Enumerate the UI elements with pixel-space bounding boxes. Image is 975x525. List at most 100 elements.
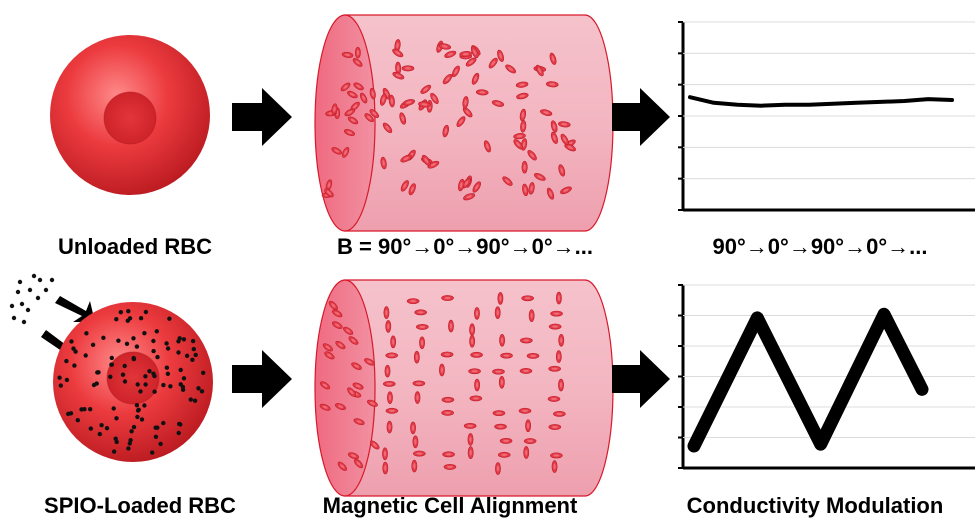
rbc-cell — [558, 333, 565, 347]
rbc-cell — [550, 131, 558, 144]
plot-modulated-conductivity — [678, 284, 975, 470]
spio-dot — [124, 341, 130, 346]
spio-dot — [111, 406, 116, 411]
label-response-sequence: 90°→0°→90°→0°→... — [712, 234, 928, 259]
rbc-cell — [379, 93, 387, 106]
spio-dot — [139, 417, 145, 422]
spio-particle — [9, 303, 15, 309]
spio-dot — [99, 423, 104, 428]
spio-particle — [37, 277, 43, 283]
rbc-cell — [348, 336, 359, 345]
rbc-cell — [523, 446, 530, 459]
spio-dot — [90, 342, 96, 347]
spio-dot — [191, 346, 196, 352]
rbc-cell — [548, 424, 562, 430]
spio-dot — [167, 316, 172, 321]
rbc-cells-aligned — [319, 291, 566, 475]
rbc-cell — [441, 295, 454, 301]
rbc-cell — [319, 403, 331, 411]
rbc-cell — [387, 391, 393, 404]
rbc-cell — [347, 452, 360, 460]
spio-dot — [129, 429, 134, 434]
rbc-cell — [560, 186, 572, 195]
rbc-cell — [442, 124, 449, 138]
rbc-cell — [469, 323, 476, 336]
spio-dot — [150, 450, 155, 455]
rbc-cell — [351, 362, 362, 370]
rbc-cell — [406, 298, 420, 305]
rbc-cell — [344, 108, 356, 117]
conductivity-line-flat — [688, 95, 954, 108]
rbc-cell — [364, 113, 374, 123]
rbc-cell — [448, 319, 454, 333]
rbc-cell — [382, 122, 393, 134]
rbc-cell — [547, 396, 561, 402]
rbc-cell — [550, 310, 563, 317]
spio-dot — [134, 344, 140, 349]
rbc-cell — [469, 395, 483, 402]
rbc-cell — [408, 183, 416, 196]
rbc-cell — [399, 112, 407, 125]
spio-dot — [161, 420, 166, 426]
rbc-cell — [319, 381, 331, 390]
rbc-cell — [364, 358, 375, 366]
rbc-cell — [505, 64, 517, 74]
spio-dot — [190, 357, 195, 362]
rbc-cell — [334, 403, 346, 411]
rbc-cell — [331, 147, 343, 155]
rbc-cell — [548, 323, 562, 330]
rbc-cell — [442, 73, 453, 85]
rbc-cell — [495, 462, 501, 475]
rbc-cell — [438, 43, 452, 50]
arrow-right-icon — [232, 350, 292, 408]
rbc-cell — [386, 420, 393, 434]
rbc-cell — [488, 57, 498, 69]
spio-dot — [153, 434, 159, 439]
spio-dot — [143, 309, 149, 315]
rbc-cell — [463, 422, 477, 429]
rbc-cell — [388, 94, 395, 108]
rbc-cell — [427, 160, 440, 169]
rbc-cell — [528, 309, 535, 322]
spio-dot — [192, 398, 198, 403]
rbc-cell — [540, 109, 553, 116]
spio-particle — [43, 287, 49, 293]
rbc-cell — [475, 89, 489, 96]
spio-dot — [153, 425, 158, 430]
rbc-cells-random — [321, 39, 576, 201]
rbc-cell — [498, 375, 505, 389]
spio-dot — [201, 370, 206, 375]
spio-dot — [64, 377, 70, 383]
rbc-cell — [369, 109, 380, 118]
rbc-cell — [343, 326, 354, 335]
rbc-cell — [370, 440, 380, 450]
rbc-cell — [515, 81, 529, 88]
rbc-cell — [359, 92, 368, 104]
rbc-cell — [439, 363, 445, 377]
spio-dot — [84, 331, 89, 336]
rbc-cell — [550, 452, 563, 459]
spio-dot — [143, 374, 148, 379]
rbc-cell — [558, 378, 564, 392]
spio-loaded-rbc — [53, 302, 213, 462]
rbc-cell — [556, 291, 562, 305]
rbc-cell — [367, 399, 378, 407]
plot-flat-conductivity — [678, 21, 975, 212]
spio-dot — [94, 381, 99, 386]
spio-dot — [101, 335, 106, 340]
rbc-cell — [412, 380, 426, 387]
spio-dot — [164, 365, 170, 370]
rbc-cell — [516, 92, 529, 100]
conductivity-line-zigzag — [687, 307, 929, 453]
rbc-cell — [324, 188, 334, 198]
spio-dot — [181, 376, 187, 381]
rbc-cell — [467, 446, 474, 459]
rbc-cell — [497, 49, 505, 62]
label-spio-loaded-rbc: SPIO-Loaded RBC — [44, 493, 236, 518]
spio-particle — [31, 273, 37, 279]
spio-dot — [138, 316, 144, 321]
spio-dot — [154, 329, 159, 334]
spio-dot — [122, 363, 127, 369]
vessel-random-cells — [314, 14, 614, 232]
